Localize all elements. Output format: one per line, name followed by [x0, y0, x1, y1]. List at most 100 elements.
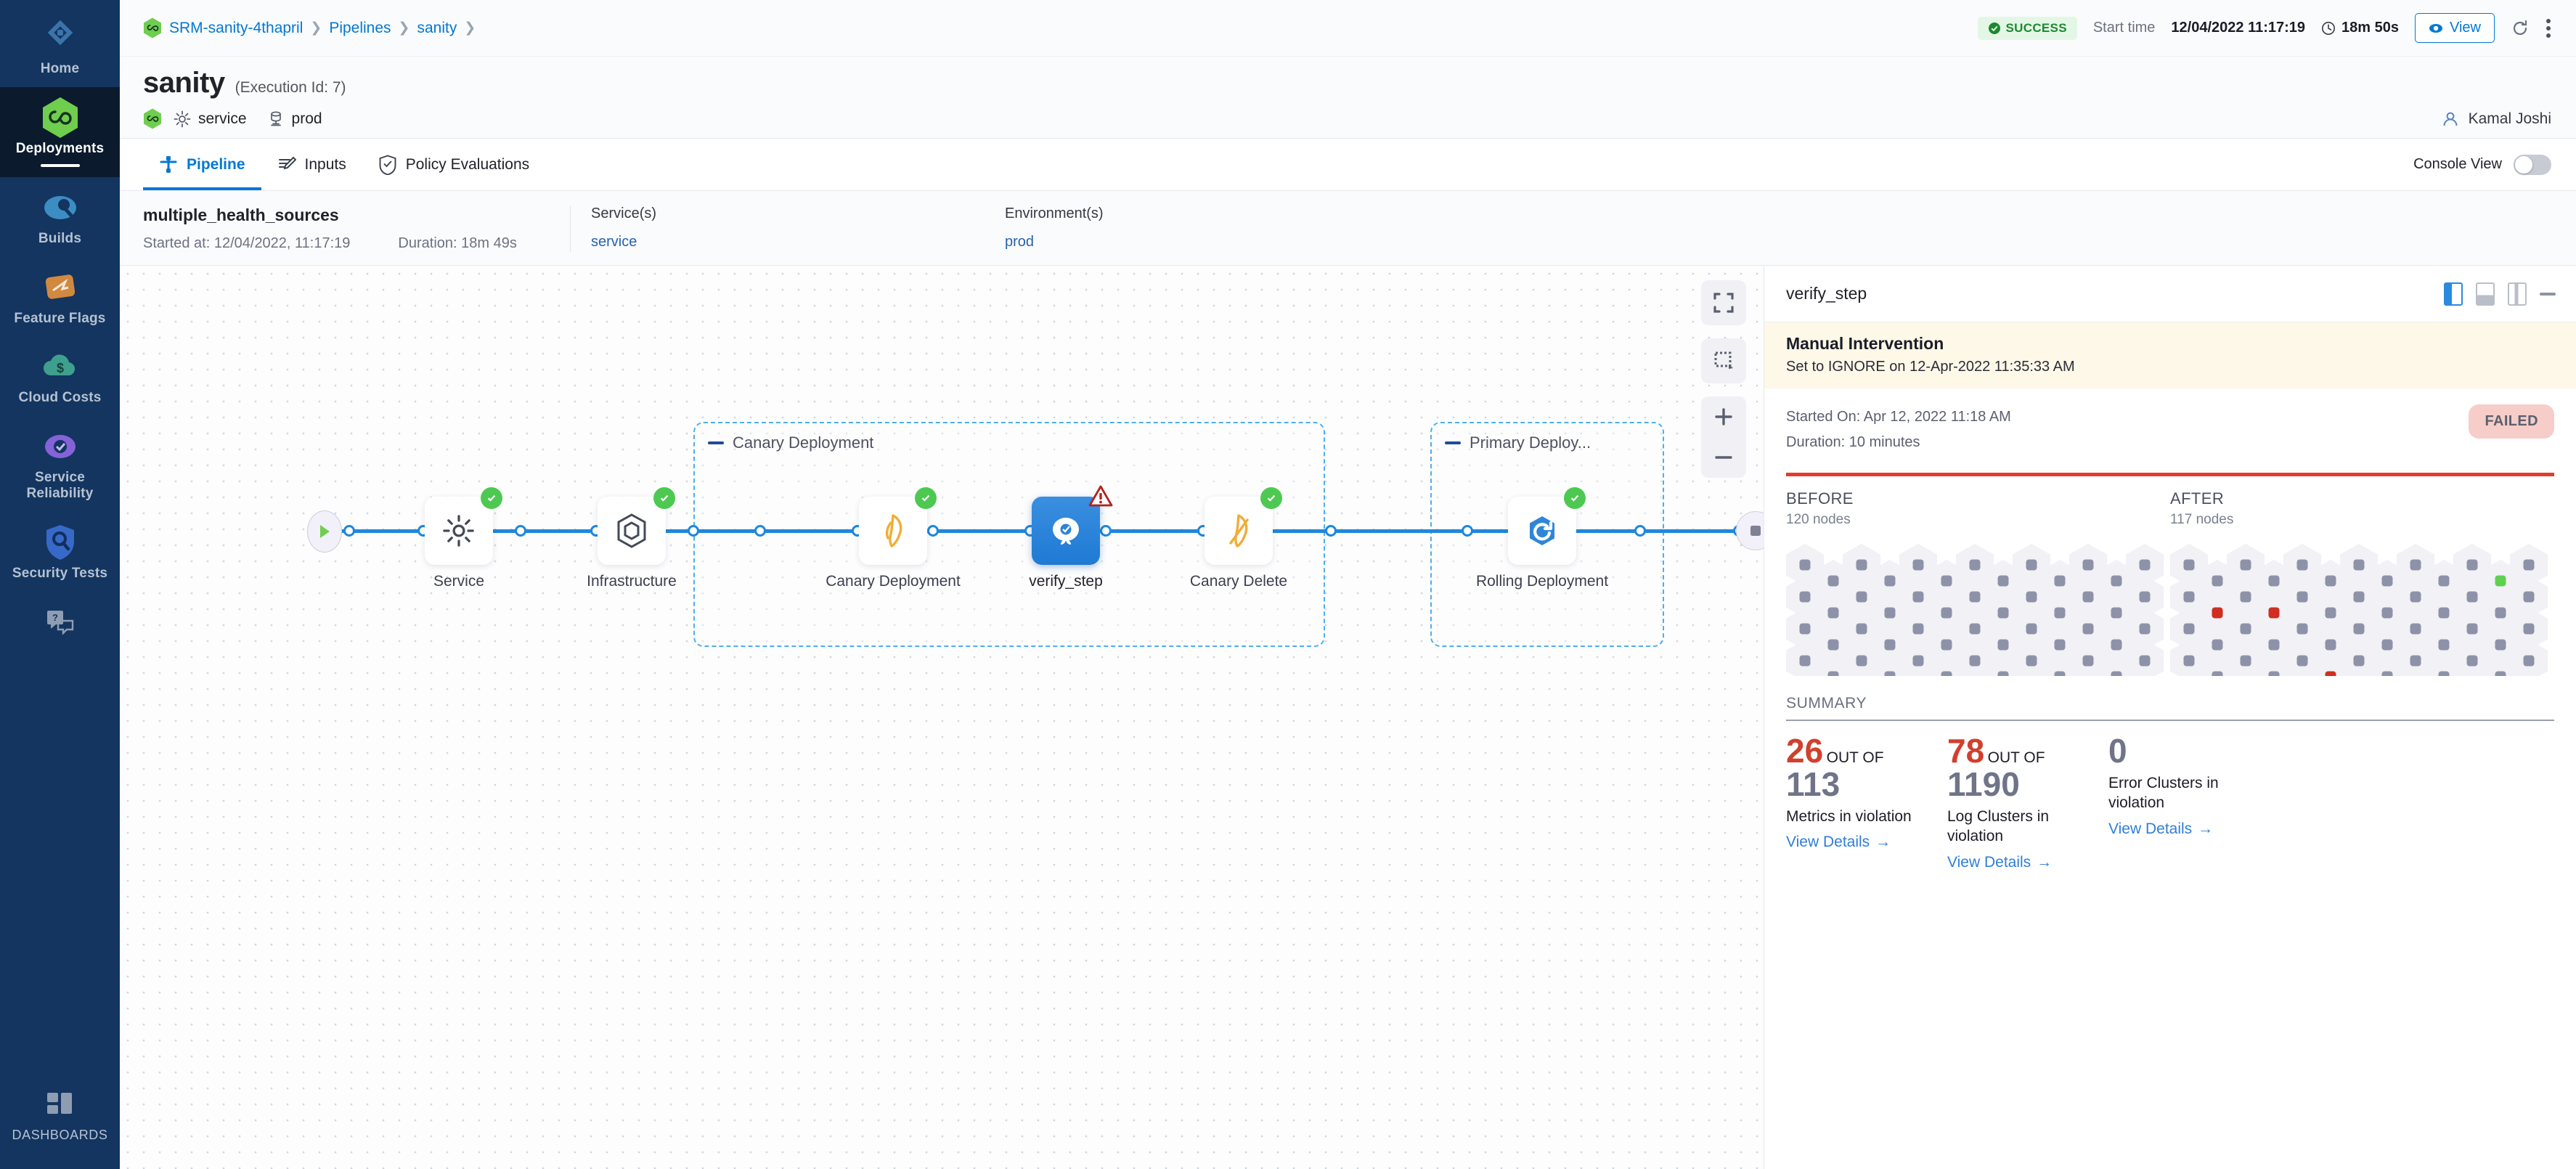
side-view-icon[interactable] [2508, 282, 2527, 306]
node-box[interactable] [425, 487, 502, 565]
services-value[interactable]: service [591, 234, 637, 250]
top-bar-right: SUCCESS Start time 12/04/2022 11:17:19 1… [1977, 13, 2551, 43]
node-hex-dot [2111, 639, 2122, 651]
node-hex-dot [2183, 591, 2195, 603]
breadcrumb-item-pipelines[interactable]: Pipelines [329, 19, 391, 36]
node-hex-dot [2353, 623, 2365, 635]
verify-icon [1053, 518, 1079, 545]
execution-summary-left: multiple_health_sources Started at: 12/0… [143, 205, 550, 252]
summary-view-details-link[interactable]: View Details → [2108, 820, 2254, 838]
split-view-icon[interactable] [2444, 282, 2463, 306]
node-hex-dot [1799, 623, 1811, 635]
panel-header: verify_step [1764, 266, 2576, 322]
pipeline-start-node[interactable] [307, 510, 342, 553]
node-hex-dot [2026, 655, 2037, 667]
pipeline-node-verify-step[interactable]: verify_step [1029, 485, 1113, 590]
connector-dot [754, 525, 766, 537]
node-hex-dot [2054, 671, 2066, 676]
pipeline-node-rolling-deployment[interactable]: Rolling Deployment [1476, 487, 1608, 590]
node-hex-dot [2026, 591, 2037, 603]
node-hex-dot [2495, 671, 2506, 676]
tab-policy-evaluations[interactable]: Policy Evaluations [362, 139, 545, 190]
sidebar-item-builds[interactable]: Builds [0, 177, 120, 257]
summary-value-line: 78 OUT OF 1190 [1947, 734, 2092, 801]
user-name: Kamal Joshi [2468, 110, 2551, 127]
node-hex-dot [2523, 655, 2535, 667]
node-box[interactable] [1032, 485, 1113, 565]
node-label: Canary Delete [1189, 573, 1288, 590]
summary-value-line: 0 [2108, 734, 2254, 767]
summary-view-details-link[interactable]: View Details → [1947, 854, 2092, 871]
pipeline-node-canary-deployment[interactable]: Canary Deployment [826, 487, 961, 590]
breadcrumb-item-org[interactable]: SRM-sanity-4thapril [169, 19, 303, 36]
after-hex-grid [2170, 544, 2554, 676]
minimize-icon[interactable] [2540, 292, 2556, 296]
sidebar-item-deployments[interactable]: Deployments [0, 86, 120, 177]
duration-value: 18m 50s [2341, 20, 2399, 36]
node-box[interactable] [1205, 487, 1282, 565]
refresh-icon[interactable] [2511, 19, 2530, 38]
node-hex-dot [1884, 639, 1896, 651]
summary-metrics: 26 OUT OF 113 Metrics in violation View … [1786, 734, 1931, 851]
select-area-icon[interactable] [1701, 338, 1746, 383]
node-hex-dot [1969, 591, 1981, 603]
fit-to-screen-icon[interactable] [1701, 280, 1746, 325]
step-meta-text: Started On: Apr 12, 2022 11:18 AM Durati… [1786, 404, 2011, 455]
pipeline-node-canary-delete[interactable]: Canary Delete [1190, 487, 1287, 590]
sidebar-item-security-tests[interactable]: Security Tests [0, 512, 120, 592]
bottom-view-icon[interactable] [2476, 282, 2495, 306]
node-hex-dot [2438, 607, 2450, 619]
more-vertical-icon[interactable] [2546, 18, 2551, 38]
node-hex-dot [1856, 655, 1867, 667]
node-label: Rolling Deployment [1475, 573, 1609, 590]
node-box[interactable] [598, 487, 675, 565]
zoom-out-icon[interactable] [1701, 437, 1746, 478]
node-hex-dot [1941, 671, 1952, 676]
gear-icon [443, 515, 474, 547]
node-hex-dot [2381, 575, 2393, 587]
clock-icon [2322, 21, 2336, 35]
tab-pipeline[interactable]: Pipeline [143, 139, 261, 190]
node-box[interactable] [859, 487, 937, 565]
environments-value[interactable]: prod [1005, 234, 1035, 250]
sidebar-item-dashboards[interactable]: DASHBOARDS [0, 1074, 120, 1153]
sidebar-item-home[interactable]: Home [0, 7, 120, 87]
group-label: Canary Deployment [733, 433, 874, 452]
breadcrumb-item-sanity[interactable]: sanity [417, 19, 457, 36]
environment-chip[interactable]: prod [267, 110, 322, 128]
node-hex-dot [2111, 607, 2122, 619]
summary-denominator: 113 [1786, 765, 1841, 803]
console-view-toggle[interactable] [2514, 154, 2551, 175]
summary-view-details-link[interactable]: View Details → [1786, 834, 1931, 851]
sidebar-item-help[interactable]: ? [0, 592, 120, 656]
collapse-dash-icon[interactable] [708, 441, 724, 444]
user-info[interactable]: Kamal Joshi [2441, 110, 2551, 129]
pipeline-end-node[interactable] [1736, 511, 1764, 550]
tab-label: Pipeline [187, 155, 245, 173]
node-hex-dot [2495, 639, 2506, 651]
before-label: BEFORE [1786, 489, 1854, 508]
pipeline-canvas[interactable]: Canary Deployment Primary Deploy... [120, 266, 1764, 1169]
node-hex-dot [2410, 623, 2421, 635]
sidebar-item-feature-flags[interactable]: Feature Flags [0, 257, 120, 337]
environment-chip-label: prod [291, 110, 322, 127]
service-chip[interactable]: service [174, 110, 247, 128]
tab-inputs[interactable]: Inputs [261, 139, 362, 190]
zoom-in-icon[interactable] [1701, 396, 1746, 437]
sidebar-item-cloud-costs[interactable]: $ Cloud Costs [0, 336, 120, 416]
sidebar-item-service-reliability[interactable]: Service Reliability [0, 416, 120, 512]
execution-summary-sub: Started at: 12/04/2022, 11:17:19 Duratio… [143, 235, 550, 252]
view-button[interactable]: View [2415, 13, 2495, 43]
pipeline-node-infrastructure[interactable]: Infrastructure [587, 487, 677, 590]
node-hex-dot [2183, 623, 2195, 635]
collapse-dash-icon[interactable] [1445, 441, 1461, 444]
breadcrumb: SRM-sanity-4thapril ❯ Pipelines ❯ sanity… [143, 17, 476, 38]
node-box[interactable] [1508, 487, 1586, 565]
pipeline-node-service[interactable]: Service [425, 487, 502, 590]
started-on: Started On: Apr 12, 2022 11:18 AM [1786, 409, 2011, 425]
tab-bar: Pipeline Inputs Policy Evaluations [120, 139, 2576, 191]
panel-view-controls [2444, 282, 2556, 306]
tab-label: Policy Evaluations [405, 155, 530, 173]
node-hex-dot [2082, 559, 2094, 571]
node-hex-dot [2026, 559, 2037, 571]
